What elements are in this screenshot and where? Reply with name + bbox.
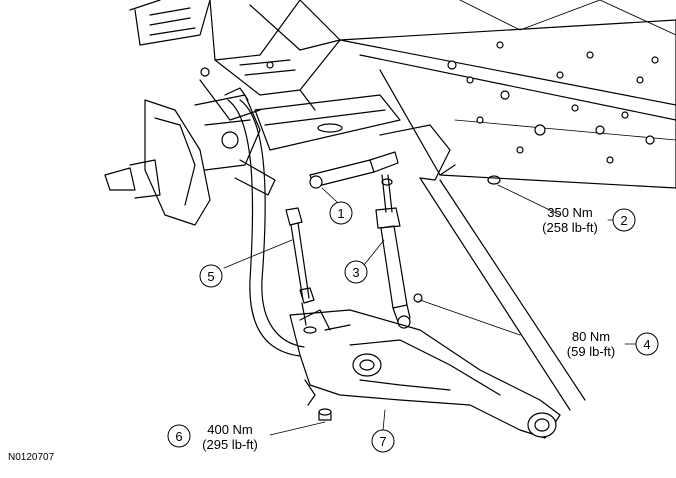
shock-absorber [375,174,411,329]
frame-rail [299,0,676,189]
callout-circle-6 [167,424,191,448]
torque-lbft-4: (59 lb-ft) [566,344,616,359]
callout-number-1: 1 [337,206,345,221]
callout-circle-1 [329,201,353,225]
torque-nm-2: 350 Nm [547,205,593,220]
callout-number-5: 5 [207,269,215,284]
callout-circle-3 [344,260,368,284]
callout-number-4: 4 [643,337,651,352]
callout-number-2: 2 [620,213,628,228]
torque-label-6: 400 Nm (295 lb-ft) [190,422,270,452]
torque-lbft-2: (258 lb-ft) [542,220,598,235]
steering-knuckle [104,87,276,226]
crossmember [129,0,401,151]
torque-nm-4: 80 Nm [571,329,611,344]
torque-lbft-6: (295 lb-ft) [202,437,258,452]
torque-label-4: 80 Nm (59 lb-ft) [555,329,627,359]
shock-upper [309,151,399,189]
callout-circle-4 [635,332,659,356]
callout-number-6: 6 [175,429,183,444]
torque-label-2: 350 Nm (258 lb-ft) [530,205,610,235]
fasteners [318,175,501,421]
callout-number-7: 7 [379,434,387,449]
callout-circle-2 [612,208,636,232]
radius-arm [289,124,586,439]
callout-circle-5 [199,264,223,288]
torque-nm-6: 400 Nm [207,422,253,437]
callout-circles [167,201,659,453]
stabilizer-bar [227,99,305,357]
stabilizer-link [285,207,315,326]
callout-circle-7 [371,429,395,453]
figure-reference-id: N0120707 [8,452,55,463]
callout-number-3: 3 [352,265,360,280]
